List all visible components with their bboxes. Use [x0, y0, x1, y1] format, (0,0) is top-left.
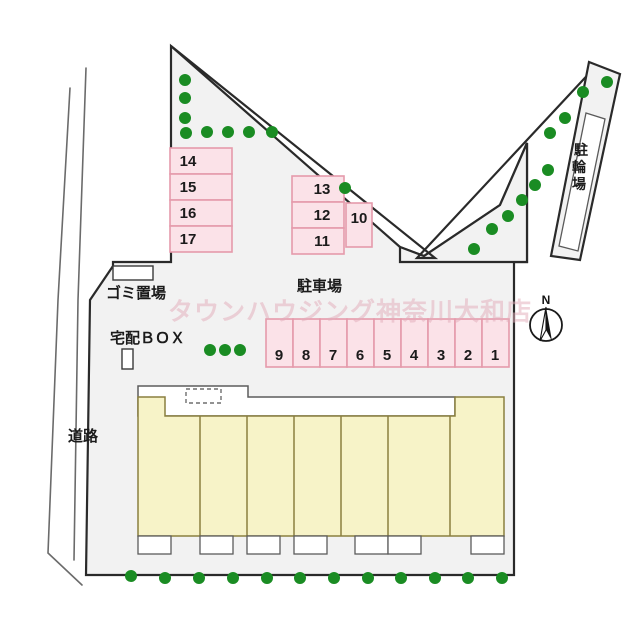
road-line-outer — [47, 87, 83, 586]
parking-stall-3[interactable] — [427, 318, 456, 368]
compass-north-label: N — [542, 293, 551, 307]
parking-stall-13-number: 13 — [314, 181, 331, 198]
parking-stall-10[interactable] — [345, 202, 373, 248]
boundary-edge-northeast — [170, 45, 597, 260]
tree-icon — [339, 182, 351, 194]
tree-icon — [204, 344, 216, 356]
parking-stall-3-number: 3 — [437, 347, 445, 364]
parking-stall-17[interactable] — [169, 225, 233, 253]
building-balcony — [293, 535, 328, 555]
parking-stall-16[interactable] — [169, 199, 233, 227]
parking-stall-16-number: 16 — [180, 205, 197, 222]
tree-icon — [180, 127, 192, 139]
road-label: 道路 — [68, 427, 99, 445]
parking-stall-10-number: 10 — [351, 210, 368, 227]
parking-stall-11-number: 11 — [314, 233, 330, 250]
building-footprint — [137, 396, 505, 537]
building-balcony — [387, 535, 422, 555]
tree-icon — [328, 572, 340, 584]
tree-icon — [542, 164, 554, 176]
tree-icon — [294, 572, 306, 584]
parking-stall-4-number: 4 — [410, 347, 419, 364]
garbage-area-label: ゴミ置場 — [106, 284, 166, 302]
tree-icon — [227, 572, 239, 584]
delivery-box-icon — [121, 348, 134, 370]
building-balcony — [137, 535, 172, 555]
parking-lot-label: 駐車場 — [296, 277, 342, 295]
tree-icon — [362, 572, 374, 584]
parking-stall-12-number: 12 — [314, 207, 331, 224]
tree-icon — [125, 570, 137, 582]
parking-stall-9[interactable] — [265, 318, 294, 368]
tree-icon — [544, 127, 556, 139]
parking-stall-7-number: 7 — [329, 347, 337, 364]
tree-icon — [266, 126, 278, 138]
parking-stall-group-south: 9 8 7 6 5 4 3 2 1 — [265, 318, 510, 368]
tree-icon — [193, 572, 205, 584]
parking-stall-5-number: 5 — [383, 347, 391, 364]
tree-icon — [559, 112, 571, 124]
bicycle-parking-label: 駐 輪 場 — [572, 142, 592, 192]
tree-icon — [529, 179, 541, 191]
tree-icon — [577, 86, 589, 98]
tree-icon — [243, 126, 255, 138]
tree-icon — [179, 74, 191, 86]
road-line-inner — [73, 67, 87, 561]
compass-rose: N — [529, 293, 563, 342]
parking-stall-6[interactable] — [346, 318, 375, 368]
parking-stall-15-number: 15 — [180, 179, 197, 196]
parking-stall-group-center: 13 12 11 — [291, 175, 345, 255]
parking-stall-7[interactable] — [319, 318, 348, 368]
parking-stall-1-number: 1 — [491, 347, 499, 364]
tree-icon — [395, 572, 407, 584]
apartment-building — [137, 385, 505, 555]
compass-needle-north — [546, 307, 552, 341]
parking-stall-group-10: 10 — [345, 202, 373, 248]
parking-stall-2[interactable] — [454, 318, 483, 368]
tree-icon — [179, 112, 191, 124]
tree-icon — [222, 126, 234, 138]
tree-icon — [159, 572, 171, 584]
tree-icon — [429, 572, 441, 584]
garbage-area-box — [112, 265, 154, 281]
parking-stall-9-number: 9 — [275, 347, 283, 364]
building-balcony — [199, 535, 234, 555]
parking-stall-14-number: 14 — [180, 153, 197, 170]
parking-stall-1[interactable] — [481, 318, 510, 368]
building-balcony — [246, 535, 281, 555]
tree-icon — [462, 572, 474, 584]
parking-stall-11[interactable] — [291, 227, 345, 255]
tree-icon — [261, 572, 273, 584]
tree-icon — [234, 344, 246, 356]
building-stair-marker — [185, 388, 222, 404]
parking-stall-group-west: 14 15 16 17 — [169, 147, 233, 253]
parking-stall-2-number: 2 — [464, 347, 472, 364]
tree-icon — [201, 126, 213, 138]
parking-stall-14[interactable] — [169, 147, 233, 175]
parking-stall-12[interactable] — [291, 201, 345, 229]
parking-stall-6-number: 6 — [356, 347, 364, 364]
parking-stall-8-number: 8 — [302, 347, 310, 364]
tree-icon — [601, 76, 613, 88]
tree-icon — [486, 223, 498, 235]
parking-stall-8[interactable] — [292, 318, 321, 368]
parking-stall-17-number: 17 — [180, 231, 197, 248]
building-balcony — [354, 535, 389, 555]
tree-icon — [502, 210, 514, 222]
tree-layer — [125, 74, 613, 584]
tree-icon — [179, 92, 191, 104]
tree-icon — [468, 243, 480, 255]
building-balcony — [470, 535, 505, 555]
tree-icon — [219, 344, 231, 356]
tree-icon — [516, 194, 528, 206]
tree-icon — [496, 572, 508, 584]
delivery-box-label: 宅配ＢＯＸ — [110, 330, 185, 347]
bicycle-parking-rack — [558, 112, 606, 252]
